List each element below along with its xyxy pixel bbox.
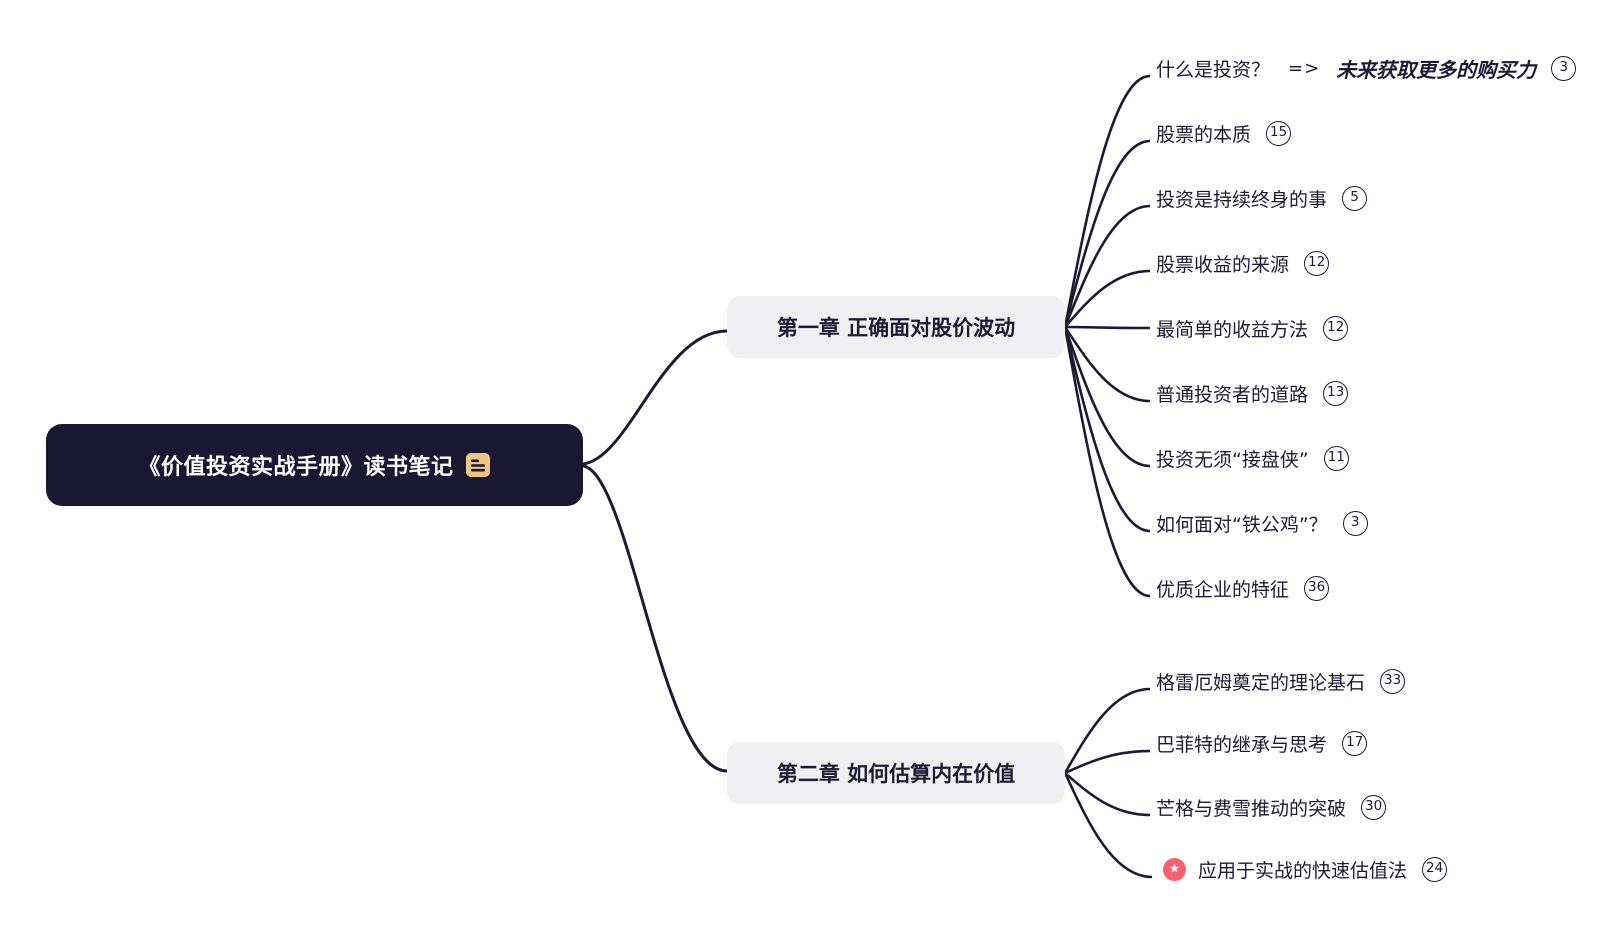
topic-quick-valuation-method[interactable]: ★ 应用于实战的快速估值法 24 xyxy=(1163,852,1448,886)
topic-buffett-inheritance[interactable]: 巴菲特的继承与思考 17 xyxy=(1156,726,1368,760)
leaf-text: 格雷厄姆奠定的理论基石 xyxy=(1156,671,1366,694)
topic-graham-foundation[interactable]: 格雷厄姆奠定的理论基石 33 xyxy=(1156,664,1406,698)
chapter-2-label: 第二章 如何估算内在价值 xyxy=(776,762,1016,786)
star-marker-icon[interactable]: ★ xyxy=(1163,857,1186,881)
connector-root-chapter1 xyxy=(582,329,728,466)
connector-root-chapter2 xyxy=(582,464,728,773)
leaf-text: 最简单的收益方法 xyxy=(1156,318,1309,341)
chapter-1-label: 第一章 正确面对股价波动 xyxy=(776,316,1016,340)
topic-chapter-2[interactable]: 第二章 如何估算内在价值 xyxy=(727,742,1065,804)
leaf-text: 投资无须“接盘侠” xyxy=(1156,448,1309,471)
note-count-badge[interactable]: 12 xyxy=(1304,250,1330,276)
topic-quality-company-traits[interactable]: 优质企业的特征 36 xyxy=(1156,571,1330,605)
topic-return-sources[interactable]: 股票收益的来源 12 xyxy=(1156,246,1330,280)
leaf-text: 普通投资者的道路 xyxy=(1156,383,1309,406)
note-count-badge[interactable]: 36 xyxy=(1304,575,1330,601)
leaf-text: 投资是持续终身的事 xyxy=(1156,188,1328,211)
topic-no-dividend-stock[interactable]: 如何面对“铁公鸡”？ 3 xyxy=(1156,506,1368,540)
connector-ch2-leaf2 xyxy=(1064,749,1151,775)
note-count-badge[interactable]: 5 xyxy=(1342,185,1368,211)
note-count-badge[interactable]: 3 xyxy=(1342,510,1368,536)
note-count-badge[interactable]: 30 xyxy=(1361,794,1387,820)
topic-what-is-investing[interactable]: 什么是投资？ => 未来获取更多的购买力 3 xyxy=(1156,51,1577,85)
connector-ch1-leaf3 xyxy=(1063,204,1151,328)
connector-ch1-leaf5 xyxy=(1064,325,1151,330)
root-topic[interactable]: 《价值投资实战手册》读书笔记 xyxy=(46,424,583,506)
note-icon[interactable] xyxy=(465,452,491,478)
topic-simplest-method[interactable]: 最简单的收益方法 12 xyxy=(1156,311,1349,345)
note-count-badge[interactable]: 13 xyxy=(1323,380,1349,406)
connector-ch2-leaf1 xyxy=(1063,687,1151,774)
topic-ordinary-investor-path[interactable]: 普通投资者的道路 13 xyxy=(1156,376,1349,410)
topic-chapter-1[interactable]: 第一章 正确面对股价波动 xyxy=(727,296,1065,358)
connector-ch1-leaf4 xyxy=(1064,269,1151,328)
note-count-badge[interactable]: 17 xyxy=(1342,730,1368,756)
connector-ch1-leaf6 xyxy=(1063,326,1151,403)
connector-ch1-leaf1 xyxy=(1063,74,1151,328)
connector-ch2-leaf3 xyxy=(1064,772,1151,817)
note-count-badge[interactable]: 15 xyxy=(1266,120,1292,146)
arrow-text: => xyxy=(1288,57,1321,79)
topic-lifelong-investing[interactable]: 投资是持续终身的事 5 xyxy=(1156,181,1368,215)
topic-no-greater-fool[interactable]: 投资无须“接盘侠” 11 xyxy=(1156,441,1349,475)
note-count-badge[interactable]: 3 xyxy=(1551,55,1577,81)
note-count-badge[interactable]: 33 xyxy=(1380,668,1406,694)
connector-ch1-leaf8 xyxy=(1063,326,1151,533)
connector-ch2-leaf4 xyxy=(1063,772,1153,879)
note-count-badge[interactable]: 24 xyxy=(1422,856,1448,882)
leaf-text: 股票收益的来源 xyxy=(1156,253,1290,276)
topic-munger-fisher-breakthrough[interactable]: 芒格与费雪推动的突破 30 xyxy=(1156,790,1387,824)
leaf-text: 巴菲特的继承与思考 xyxy=(1156,733,1328,756)
connector-ch1-leaf9 xyxy=(1063,326,1151,598)
leaf-text: 如何面对“铁公鸡”？ xyxy=(1156,513,1328,536)
leaf-text: 应用于实战的快速估值法 xyxy=(1198,859,1408,882)
leaf-emphasis-text: 未来获取更多的购买力 xyxy=(1336,57,1537,82)
note-count-badge[interactable]: 12 xyxy=(1323,315,1349,341)
leaf-text: 芒格与费雪推动的突破 xyxy=(1156,797,1347,820)
root-topic-label: 《价值投资实战手册》读书笔记 xyxy=(138,455,454,480)
leaf-text: 股票的本质 xyxy=(1156,123,1252,146)
connector-ch1-leaf7 xyxy=(1063,326,1151,468)
topic-stock-essence[interactable]: 股票的本质 15 xyxy=(1156,116,1292,150)
leaf-text: 什么是投资？ xyxy=(1156,58,1271,81)
note-count-badge[interactable]: 11 xyxy=(1323,445,1349,471)
connector-ch1-leaf2 xyxy=(1063,139,1151,328)
leaf-text: 优质企业的特征 xyxy=(1156,578,1290,601)
